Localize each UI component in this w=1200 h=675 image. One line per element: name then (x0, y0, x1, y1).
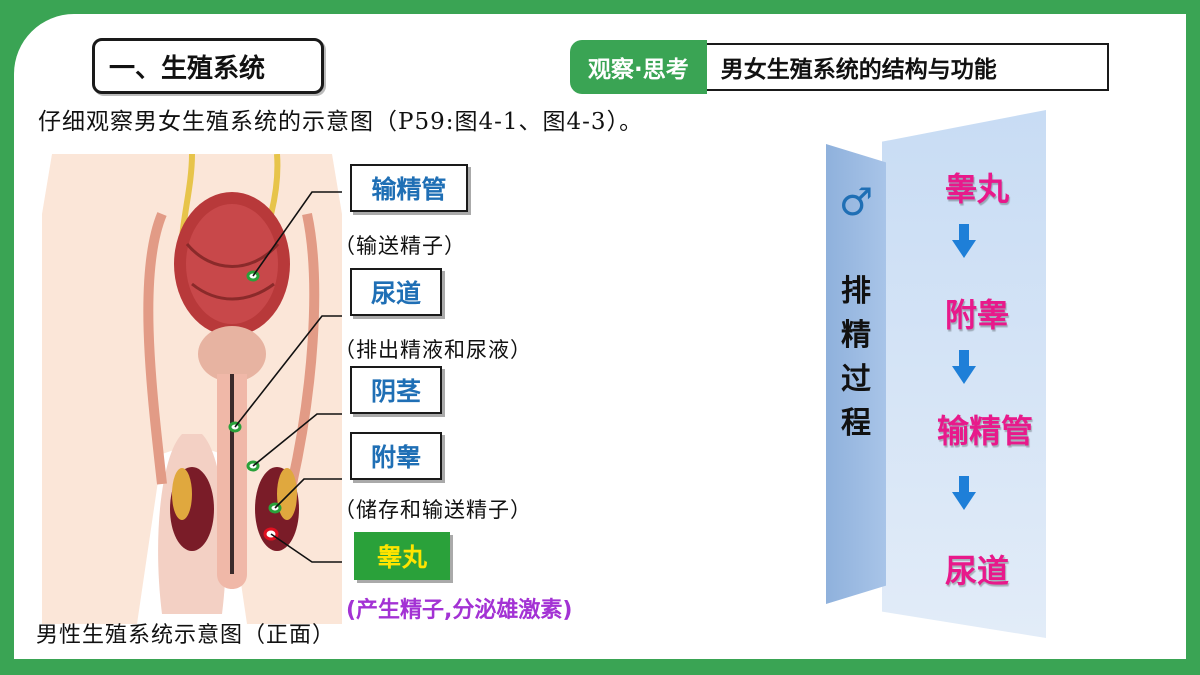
flow-step-vas-deferens: 输精管 (910, 406, 1060, 452)
arrow-down-icon (952, 476, 976, 510)
flow-panel-spine (826, 144, 886, 604)
label-epididymis: 附睾 (350, 432, 442, 480)
flow-step-label: 尿道 (944, 552, 1009, 590)
flow-step-epididymis: 附睾 (902, 290, 1052, 336)
topic-title: 男女生殖系统的结构与功能 (702, 43, 1109, 91)
note-epididymis: （储存和输送精子） (334, 498, 532, 522)
arrow-down-icon (952, 224, 976, 258)
note-testis: (产生精子,分泌雄激素) (346, 598, 573, 623)
arrow-down-icon (952, 350, 976, 384)
flow-step-label: 输精管 (936, 412, 1033, 450)
panel-vertical-title: 排精过程 (836, 270, 876, 446)
male-symbol-icon: ♂ (838, 180, 874, 224)
label-testis: 睾丸 (354, 532, 450, 580)
note-vas-deferens: （输送精子） (334, 234, 466, 258)
flow-step-label: 附睾 (944, 296, 1009, 334)
vertical-title-char: 过 (841, 362, 871, 397)
flow-step-urethra: 尿道 (902, 546, 1052, 592)
vertical-title-char: 排 (841, 274, 871, 309)
flow-step-testis: 睾丸 (902, 164, 1052, 210)
observe-think-banner: 观察·思考 男女生殖系统的结构与功能 (570, 38, 1109, 96)
label-penis: 阴茎 (350, 366, 442, 414)
label-vas-deferens: 输精管 (350, 164, 468, 212)
vertical-title-char: 精 (841, 318, 871, 353)
vertical-title-char: 程 (841, 406, 871, 441)
section-title: 一、生殖系统 (92, 38, 324, 94)
slide: 一、生殖系统 观察·思考 男女生殖系统的结构与功能 仔细观察男女生殖系统的示意图… (14, 14, 1186, 659)
illustration-caption: 男性生殖系统示意图（正面） (36, 623, 336, 648)
note-urethra: （排出精液和尿液） (334, 338, 532, 362)
flow-step-label: 睾丸 (944, 170, 1009, 208)
observe-think-tag: 观察·思考 (570, 40, 707, 94)
male-reproductive-illustration (42, 154, 342, 624)
intro-text: 仔细观察男女生殖系统的示意图（P59:图4-1、图4-3）。 (38, 109, 644, 135)
label-urethra: 尿道 (350, 268, 442, 316)
